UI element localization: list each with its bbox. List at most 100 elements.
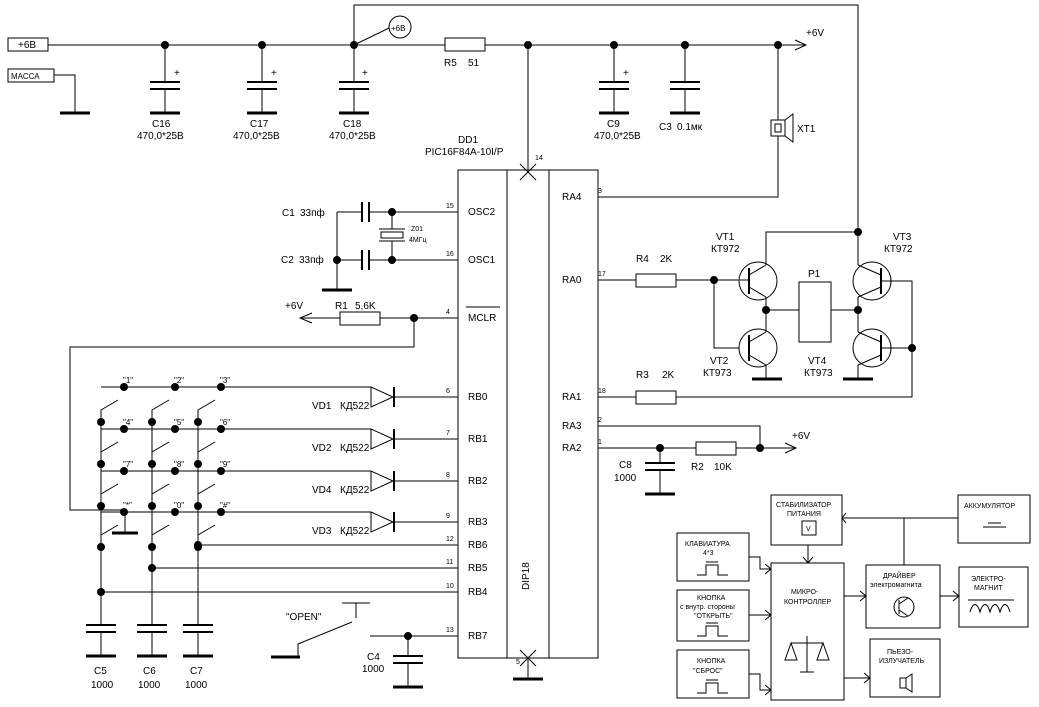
svg-text:ДРАЙВЕР: ДРАЙВЕР: [883, 571, 916, 580]
rail-6v-label: +6V: [806, 28, 824, 39]
svg-text:VT2: VT2: [710, 356, 729, 367]
block-battery: [957, 494, 1031, 544]
svg-text:+6V: +6V: [792, 431, 810, 442]
open-button: "OPEN" C4 1000: [271, 602, 458, 689]
svg-text:XT1: XT1: [797, 124, 816, 135]
svg-text:R2: R2: [691, 462, 704, 473]
transistor-vt3: VT3 КТ972: [852, 232, 913, 348]
svg-text:+: +: [623, 68, 629, 79]
block-magnet: [958, 566, 1029, 628]
mcu-pin-num: 9: [446, 513, 450, 520]
key-switch: [197, 441, 216, 464]
cap-c9: + C9 470,0*25В: [594, 41, 641, 142]
key-switch: [197, 399, 216, 422]
svg-text:1000: 1000: [91, 680, 114, 691]
block-driver: [865, 564, 941, 629]
svg-text:КОНТРОЛЛЕР: КОНТРОЛЛЕР: [784, 599, 832, 606]
key-switch: [151, 441, 170, 464]
svg-text:VT3: VT3: [893, 232, 912, 243]
key-label: "*": [123, 501, 132, 510]
cap-c18: + C18 470,0*25В: [329, 41, 376, 142]
svg-text:10K: 10K: [714, 462, 732, 473]
key-switch: [151, 483, 170, 506]
key-label: "#": [220, 501, 230, 510]
svg-text:33пф: 33пф: [299, 254, 324, 266]
svg-text:1000: 1000: [185, 680, 208, 691]
svg-text:КТ973: КТ973: [703, 368, 732, 379]
block-open-button: [676, 589, 750, 642]
diode-part: КД522: [340, 526, 370, 537]
mcu-dd1: DD1 PIC16F84A-10I/P 14 5 DIP18: [425, 135, 599, 681]
ra2-ra3-circuit: +6V R2 10K C8 1000: [598, 425, 810, 496]
svg-text:PIC16F84A-10I/P: PIC16F84A-10I/P: [425, 147, 504, 158]
svg-text:1000: 1000: [362, 664, 385, 675]
mcu-pin-name: RB7: [468, 631, 488, 642]
svg-text:1000: 1000: [614, 473, 637, 484]
svg-text:ПЬЕЗО-: ПЬЕЗО-: [887, 649, 914, 656]
svg-text:VT4: VT4: [808, 356, 827, 367]
svg-text:+: +: [271, 68, 277, 79]
svg-text:R1: R1: [335, 301, 348, 312]
mcu-pin-name: RA4: [562, 192, 582, 203]
mcu-pin-name: OSC2: [468, 207, 496, 218]
svg-text:R3: R3: [636, 370, 649, 381]
svg-text:электромагнита: электромагнита: [870, 582, 922, 589]
svg-text:"СБРОС": "СБРОС": [693, 668, 723, 675]
key-switch: [100, 441, 119, 464]
key-switch: [100, 483, 119, 506]
svg-text:470,0*25В: 470,0*25В: [329, 131, 376, 142]
supply-section: +6В МАССА +6V +6В: [7, 4, 859, 232]
transistor-vt4: VT4 КТ973: [676, 310, 916, 398]
mcu-pin-num: 1: [598, 439, 602, 446]
mcu-pin-num: 17: [598, 271, 606, 278]
svg-text:АККУМУЛЯТОР: АККУМУЛЯТОР: [964, 503, 1015, 510]
ra1-resistor: R3 2K: [598, 370, 677, 405]
mcu-pin-num: 16: [446, 251, 454, 258]
diode-ref: VD3: [312, 526, 332, 537]
svg-text:КНОПКА: КНОПКА: [697, 595, 726, 602]
keypad-matrix: "1""2""3""4""5""6""7""8""9""*""0""#": [97, 376, 458, 625]
mcu-pin-name: RB0: [468, 392, 488, 403]
diode-symbol: [370, 386, 395, 408]
svg-text:с внутр. стороны: с внутр. стороны: [680, 604, 735, 611]
mcu-pin-num: 8: [446, 472, 450, 479]
diode-ref: VD2: [312, 443, 332, 454]
svg-text:C8: C8: [619, 460, 632, 471]
cap-c5: C5 1000: [86, 624, 116, 691]
key-switch: [197, 483, 216, 506]
mcu-pin-name: RB5: [468, 563, 488, 574]
diode-symbol: [370, 511, 395, 533]
mcu-pin-name: RB1: [468, 434, 488, 445]
relay-p1: P1: [798, 269, 832, 343]
key-switch: [151, 399, 170, 422]
mcu-pin-name: OSC1: [468, 255, 496, 266]
svg-text:КТ972: КТ972: [711, 244, 740, 255]
cap-c3: C3 0.1мк: [659, 41, 703, 133]
diode-part: КД522: [340, 485, 370, 496]
svg-text:МАГНИТ: МАГНИТ: [974, 585, 1003, 592]
svg-text:33пф: 33пф: [300, 207, 325, 219]
mcu-pin-name: RB3: [468, 517, 488, 528]
svg-text:R5: R5: [444, 58, 457, 69]
key-label: "1": [123, 376, 133, 385]
key-switch: [197, 524, 216, 547]
svg-text:C3: C3: [659, 122, 672, 133]
key-label: "3": [220, 376, 230, 385]
mcu-pin-num: 3: [598, 188, 602, 195]
massa-label: МАССА: [11, 72, 40, 81]
mcu-pin-name: RB2: [468, 476, 488, 487]
mcu-pin-name: RA0: [562, 275, 582, 286]
cap-c17: + C17 470,0*25В: [233, 41, 280, 142]
diode-symbol: [370, 470, 395, 492]
svg-text:+6V: +6V: [285, 301, 303, 312]
block-diagram: СТАБИЛИЗАТОР ПИТАНИЯ V АККУМУЛЯТОР МИКРО…: [676, 494, 1031, 701]
svg-text:"ОТКРЫТЬ": "ОТКРЫТЬ": [694, 613, 733, 620]
svg-text:470,0*25В: 470,0*25В: [594, 131, 641, 142]
svg-text:C17: C17: [250, 119, 269, 130]
diode-ref: VD4: [312, 485, 332, 496]
diode-ref: VD1: [312, 401, 332, 412]
node-6v-label: +6В: [391, 24, 405, 33]
diode-part: КД522: [340, 443, 370, 454]
key-switch: [151, 524, 170, 547]
svg-text:C16: C16: [152, 119, 171, 130]
